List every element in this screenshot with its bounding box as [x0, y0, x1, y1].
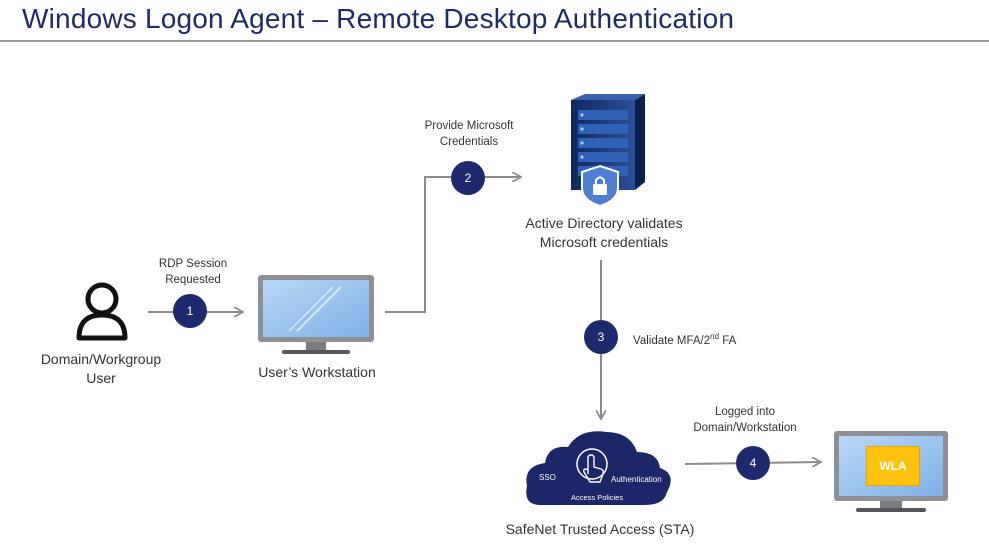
- server-shield-icon: [571, 94, 645, 208]
- step-3-label-main: Validate MFA/2: [633, 334, 711, 347]
- step-2-label-line2: Credentials: [439, 136, 499, 148]
- cloud-access-policies-text: Access Policies: [571, 493, 623, 502]
- step-1-label-line2: Requested: [165, 274, 221, 286]
- step-2-label-line1: Provide Microsoft: [424, 120, 514, 132]
- step-4-label: Logged into Domain/Workstation: [680, 404, 810, 436]
- step-1-label-line1: RDP Session: [158, 258, 228, 270]
- step-4-label-line1: Logged into: [714, 406, 776, 418]
- step-1-badge: 1: [173, 294, 207, 328]
- step-1-label: RDP Session Requested: [143, 256, 243, 288]
- workstation-label: User’s Workstation: [258, 364, 376, 380]
- workstation-monitor-icon: [258, 275, 374, 354]
- active-directory-label: Active Directory validates Microsoft cre…: [504, 214, 704, 252]
- step-4-badge: 4: [736, 446, 770, 480]
- wla-badge: WLA: [866, 446, 920, 486]
- cloud-authentication-text: Authentication: [611, 475, 662, 484]
- sta-label: SafeNet Trusted Access (STA): [505, 521, 695, 537]
- ad-label-line2: Microsoft credentials: [539, 234, 669, 250]
- user-icon: [76, 282, 128, 341]
- step-3-label: Validate MFA/2nd FA: [633, 329, 736, 349]
- sta-cloud-icon: SSO Authentication Access Policies: [526, 431, 671, 505]
- step-3-label-tail: FA: [719, 334, 737, 347]
- cloud-sso-text: SSO: [539, 473, 556, 482]
- user-label-line1: Domain/Workgroup: [40, 351, 162, 367]
- user-label-line2: User: [86, 370, 116, 386]
- step-4-label-line2: Domain/Workstation: [693, 422, 797, 434]
- ad-label-line1: Active Directory validates: [525, 215, 683, 231]
- connector-workstation-to-ad: [385, 177, 520, 313]
- step-2-label: Provide Microsoft Credentials: [409, 118, 529, 150]
- step-2-badge: 2: [451, 161, 485, 195]
- title-divider: [0, 40, 989, 42]
- page-title: Windows Logon Agent – Remote Desktop Aut…: [22, 3, 735, 34]
- step-3-badge: 3: [584, 320, 618, 354]
- user-label: Domain/Workgroup User: [26, 350, 176, 388]
- step-3-label-sup: nd: [710, 332, 720, 341]
